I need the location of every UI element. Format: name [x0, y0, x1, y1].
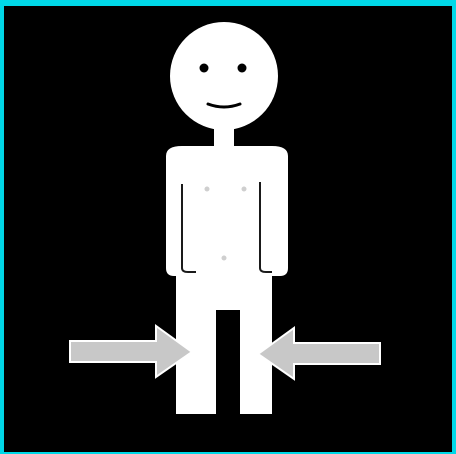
legs	[176, 276, 272, 414]
right-arm	[248, 146, 288, 276]
right-arrow	[258, 328, 380, 379]
right-arrow-shape	[258, 328, 380, 379]
left-eye	[200, 64, 209, 73]
left-arrow	[70, 326, 192, 377]
illustration-canvas	[4, 6, 452, 452]
right-chest-mark	[242, 187, 247, 192]
right-eye	[238, 64, 247, 73]
head	[170, 22, 278, 130]
figure-illustration	[4, 6, 452, 452]
head-shape	[170, 22, 278, 130]
left-arrow-shape	[70, 326, 192, 377]
left-chest-mark	[205, 187, 210, 192]
navel-mark	[222, 256, 227, 261]
